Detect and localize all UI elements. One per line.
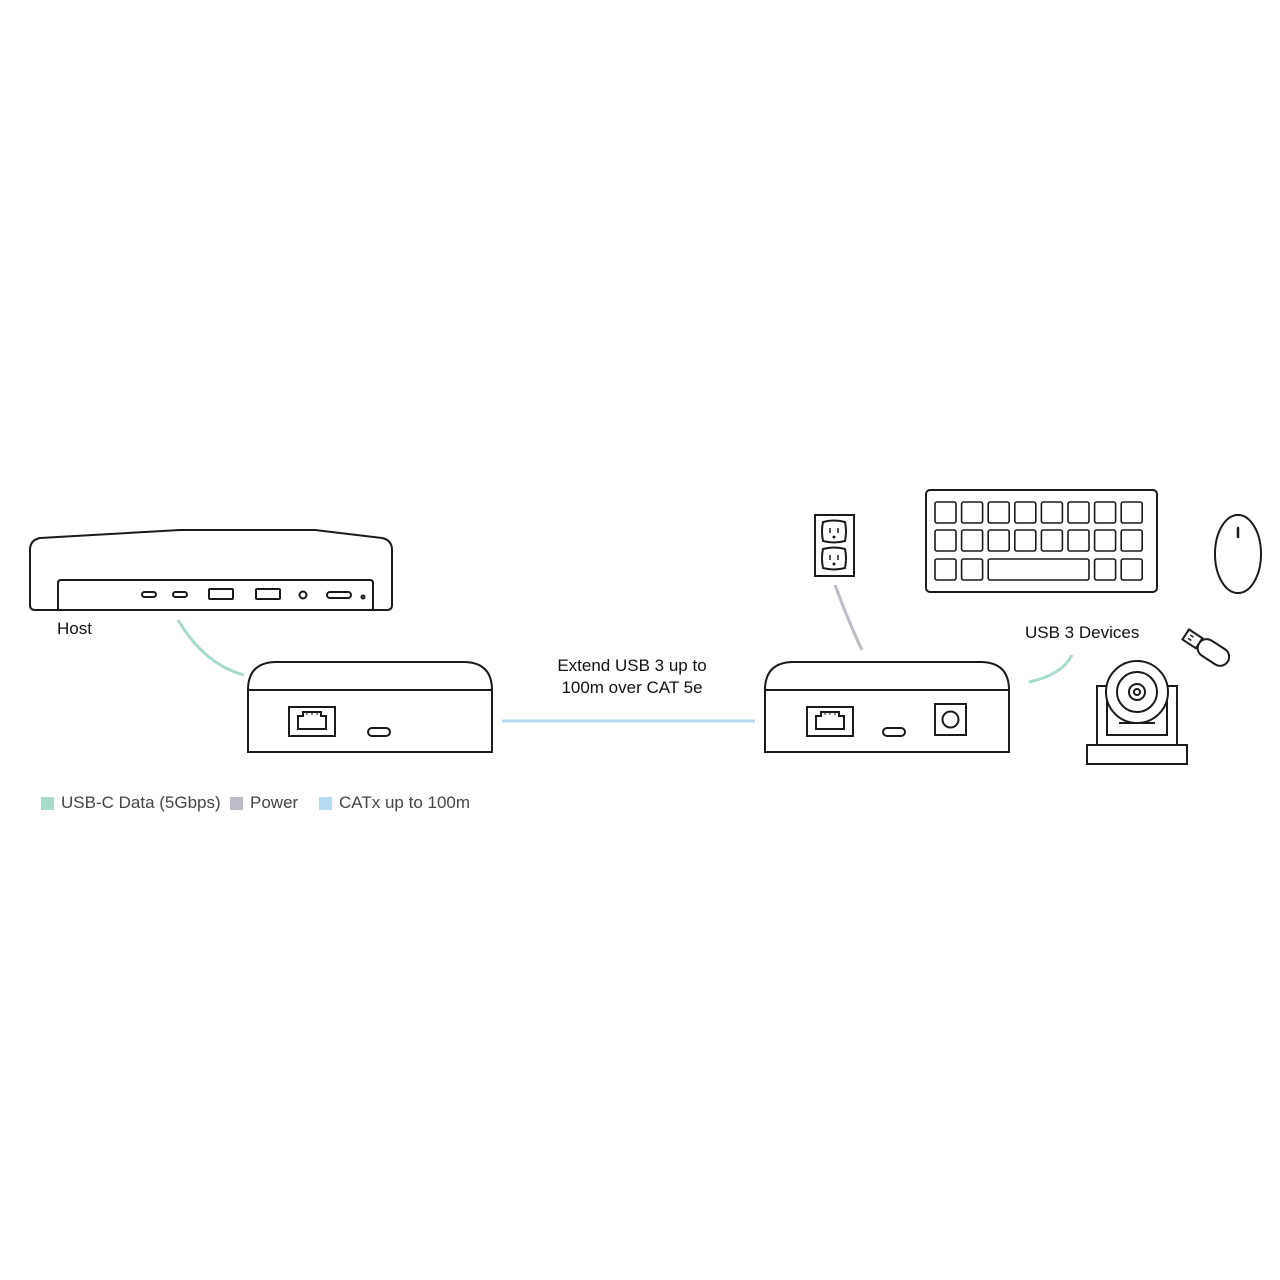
keyboard-key (1120, 529, 1143, 552)
legend-swatch-usb-c (41, 796, 54, 810)
extend-caption-line-1: Extend USB 3 up to (557, 656, 707, 675)
legend-swatch-catx (319, 796, 332, 810)
keyboard-key (1040, 501, 1064, 524)
keyboard-key (1093, 529, 1117, 552)
extend-caption: Extend USB 3 up to 100m over CAT 5e (532, 655, 732, 699)
keyboard-key (1067, 529, 1090, 552)
keyboard-key (1013, 501, 1037, 524)
usb-flash-drive-icon (1181, 628, 1231, 667)
power-cable (833, 584, 864, 651)
keyboard-key (960, 558, 984, 581)
usb-c-cable-host (176, 619, 245, 677)
host-label: Host (57, 619, 92, 638)
keyboard-key (987, 501, 1011, 524)
extender-receiver-icon (764, 661, 1010, 753)
keyboard-key (1093, 501, 1117, 524)
keyboard-key (960, 529, 984, 552)
extend-caption-line-2: 100m over CAT 5e (561, 678, 703, 697)
keyboard-key (1120, 501, 1143, 524)
mouse-icon (1214, 514, 1262, 594)
keyboard-icon (925, 489, 1158, 593)
keyboard-key (934, 501, 957, 524)
keyboard-key (1120, 558, 1143, 581)
ptz-camera-icon (1086, 660, 1188, 765)
keyboard-spacebar (987, 558, 1090, 581)
keyboard-key (1040, 529, 1064, 552)
usb-c-cable-devices (1028, 654, 1074, 684)
keyboard-key (1067, 501, 1090, 524)
legend-item-catx: CATx up to 100m (319, 793, 470, 813)
legend-label-usb-c: USB-C Data (5Gbps) (61, 793, 221, 812)
keyboard-key (1093, 558, 1117, 581)
legend-label-catx: CATx up to 100m (339, 793, 471, 812)
keyboard-key (960, 501, 984, 524)
legend-item-power: Power (230, 793, 298, 813)
keyboard-key (987, 529, 1011, 552)
host-computer-icon (29, 529, 393, 611)
legend-label-power: Power (250, 793, 299, 812)
extender-transmitter-icon (247, 661, 493, 753)
legend-item-usb-c: USB-C Data (5Gbps) (41, 793, 221, 813)
usb-devices-label: USB 3 Devices (1025, 623, 1140, 642)
power-outlet-icon (814, 514, 855, 577)
keyboard-key (934, 529, 957, 552)
keyboard-key (1013, 529, 1037, 552)
keyboard-key (934, 558, 957, 581)
legend-swatch-power (230, 796, 243, 810)
